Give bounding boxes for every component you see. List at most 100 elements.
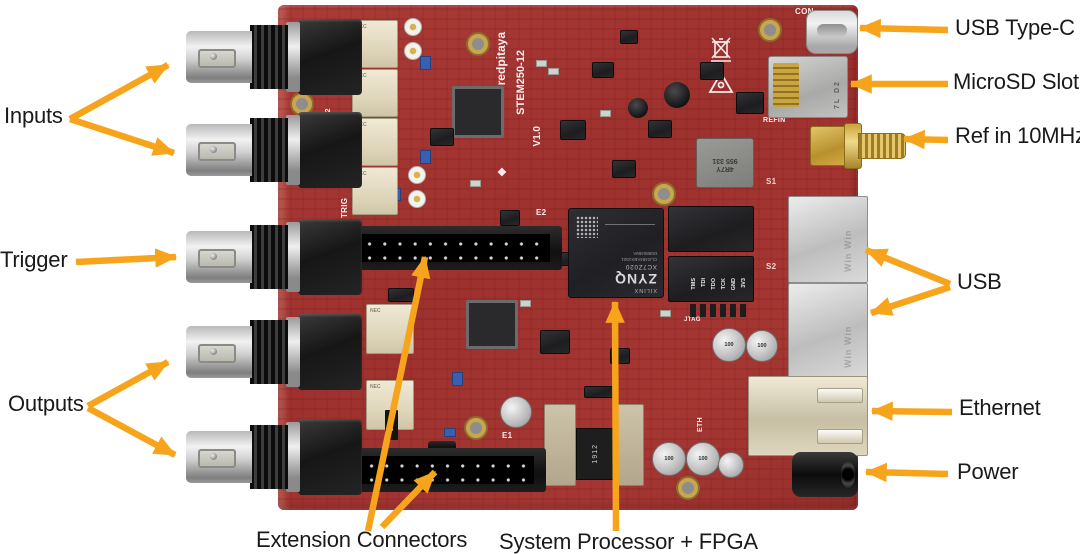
extension-connector-e2 bbox=[346, 226, 562, 270]
sd-card-marking: 7L D2 bbox=[834, 80, 841, 109]
transformer-marking: 1912 bbox=[591, 444, 599, 464]
usb-type-c-connector bbox=[806, 10, 858, 54]
bnc-center-pin bbox=[210, 453, 217, 460]
smd-ic bbox=[612, 160, 636, 178]
bnc-housing bbox=[298, 219, 362, 295]
bnc-center-pin bbox=[210, 348, 217, 355]
ethernet-connector bbox=[748, 376, 868, 456]
capacitor-marking: 100 bbox=[664, 456, 674, 462]
relay-marking: NEC bbox=[370, 308, 381, 314]
bnc-barrel bbox=[186, 31, 252, 83]
idc-pin-field bbox=[358, 234, 550, 262]
microsd-slot: 7L D2 bbox=[768, 56, 848, 118]
e2-silkscreen: E2 bbox=[536, 208, 547, 217]
power-transformer: 1912 bbox=[576, 428, 614, 480]
board-version-silkscreen: V1.0 bbox=[532, 126, 543, 147]
callout-inputs: Inputs bbox=[4, 103, 63, 128]
bnc-nut bbox=[286, 222, 300, 292]
chip-part-number: XC7Z020 bbox=[625, 262, 657, 270]
con-silkscreen: CON bbox=[795, 7, 814, 16]
smd-capacitor bbox=[452, 372, 463, 386]
bnc-barrel bbox=[186, 124, 252, 176]
smd-ic bbox=[388, 288, 414, 302]
bnc-nut bbox=[286, 317, 300, 387]
bnc-barrel bbox=[186, 231, 252, 283]
usb-emboss-text: Win Win bbox=[843, 325, 853, 368]
chip-etch-line bbox=[605, 224, 655, 225]
mounting-hole bbox=[678, 478, 698, 498]
bnc-housing bbox=[298, 112, 362, 188]
callout-fpga: System Processor + FPGA bbox=[499, 529, 758, 554]
bnc-center-pin bbox=[210, 53, 217, 60]
callout-usb-type-c: USB Type-C bbox=[955, 15, 1075, 40]
bnc-thread bbox=[250, 118, 288, 182]
smd-ic bbox=[430, 128, 454, 146]
bnc-input2-connector bbox=[186, 112, 362, 188]
bnc-nut bbox=[286, 115, 300, 185]
smd-capacitor bbox=[444, 428, 456, 437]
bnc-trigger-connector bbox=[186, 219, 362, 295]
ram-chip bbox=[668, 256, 754, 302]
arrow-trigger bbox=[75, 248, 178, 268]
capacitor-marking: 100 bbox=[698, 456, 708, 462]
arrow-usb-type-c bbox=[858, 18, 949, 39]
jtag-pin-label: TMS bbox=[691, 278, 697, 290]
idc-key-tab bbox=[428, 441, 456, 451]
arrow-inputs-2 bbox=[68, 115, 176, 157]
jtag-pin-label: TDO bbox=[711, 278, 717, 290]
bnc-thread bbox=[250, 320, 288, 384]
zynq-soc-chip: XILINX ZYNQ XC7Z020 CLG484ABX1921 D59804… bbox=[568, 208, 664, 298]
jtag-pin-label: TDI bbox=[701, 278, 707, 287]
electrolytic-capacitor: 100 bbox=[686, 442, 720, 476]
smd-ic bbox=[620, 30, 638, 44]
bnc-output1-connector bbox=[186, 314, 362, 390]
mounting-hole bbox=[760, 20, 780, 40]
bnc-barrel bbox=[186, 431, 252, 483]
smd-passive bbox=[470, 180, 481, 187]
callout-ref-in: Ref in 10MHz bbox=[955, 123, 1080, 148]
arrow-usb-1 bbox=[864, 246, 952, 288]
usb-host-port-1: Win Win bbox=[788, 196, 868, 283]
smd-passive bbox=[536, 60, 547, 67]
electrolytic-capacitor: 100 bbox=[712, 328, 746, 362]
board-brand-silkscreen: redpitaya bbox=[494, 32, 508, 86]
smd-ic bbox=[500, 210, 520, 226]
arrow-usb-2 bbox=[869, 283, 952, 317]
arrow-outputs-2 bbox=[86, 405, 177, 458]
smd-ic bbox=[540, 330, 570, 354]
e1-silkscreen: E1 bbox=[502, 431, 513, 440]
bnc-bayonet-slot bbox=[198, 449, 236, 468]
extension-connector-e1 bbox=[348, 448, 546, 492]
chip-marking-text: XILINX ZYNQ XC7Z020 CLG484ABX1921 D59804… bbox=[575, 239, 657, 293]
smd-ic bbox=[592, 62, 614, 78]
chip-lot-code: CLG484ABX1921 bbox=[621, 257, 657, 263]
bnc-input1-connector bbox=[186, 19, 362, 95]
bnc-thread bbox=[250, 425, 288, 489]
power-jack bbox=[792, 452, 858, 497]
bnc-bayonet-slot bbox=[198, 249, 236, 268]
mounting-hole bbox=[468, 34, 488, 54]
smd-capacitor bbox=[420, 56, 431, 70]
smd-ic bbox=[648, 120, 672, 138]
bnc-bayonet-slot bbox=[198, 142, 236, 161]
qfp-chip bbox=[466, 300, 518, 349]
jtag-pin-label: TCK bbox=[721, 278, 727, 290]
trimmer-capacitor bbox=[404, 42, 422, 60]
electrolytic-capacitor: 100 bbox=[746, 330, 778, 362]
arrow-power bbox=[864, 462, 949, 483]
callout-extension: Extension Connectors bbox=[256, 527, 468, 552]
bnc-bayonet-slot bbox=[198, 49, 236, 68]
sma-ref-connector-thread bbox=[858, 133, 906, 159]
smd-ic bbox=[736, 92, 764, 114]
trimmer-capacitor bbox=[404, 18, 422, 36]
jtag-silkscreen: JTAG bbox=[684, 317, 701, 323]
redpitaya-logo-icon: ❖ bbox=[497, 167, 508, 179]
chip-brand: XILINX bbox=[633, 287, 657, 293]
electrolytic-capacitor: 100 bbox=[652, 442, 686, 476]
mounting-hole bbox=[466, 418, 486, 438]
callout-ethernet: Ethernet bbox=[959, 395, 1041, 420]
smd-ic bbox=[610, 348, 630, 364]
mounting-hole bbox=[654, 184, 674, 204]
usb-host-port-2: Win Win bbox=[788, 283, 868, 379]
